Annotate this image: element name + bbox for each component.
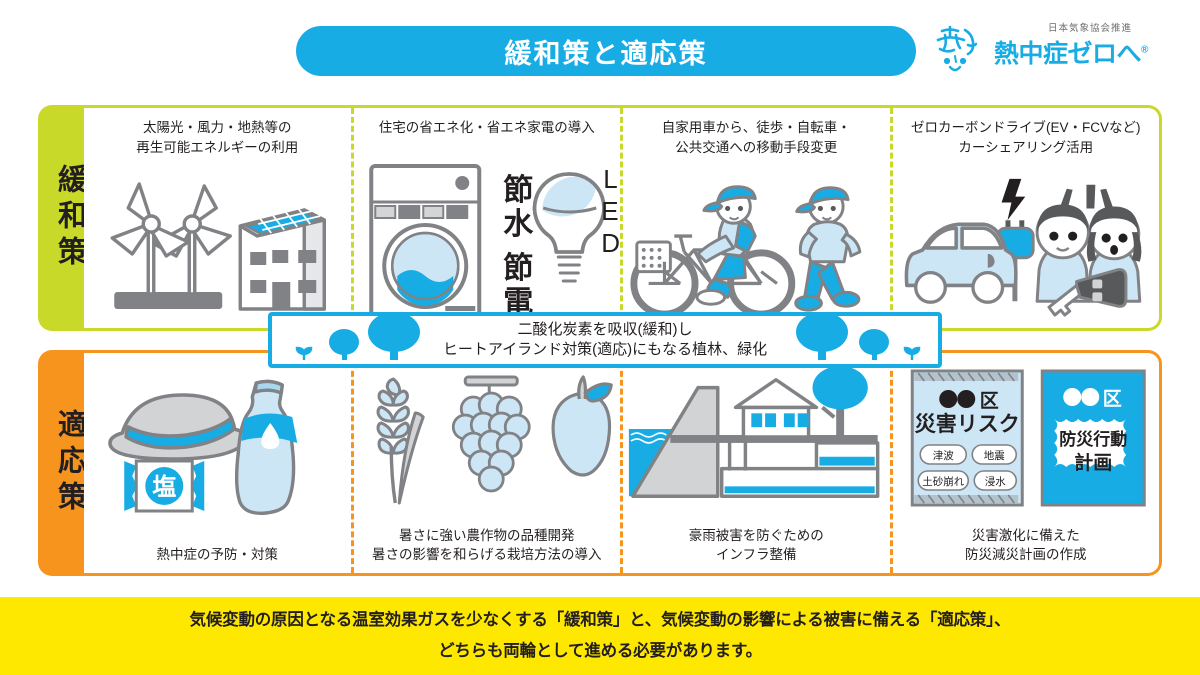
page-header: 緩和策と適応策 日本気象協会推進 [0, 0, 1200, 96]
netsuchusho-mascot-icon [932, 22, 988, 78]
washing-machine-and-led-bulb-icon: 節 水 節 電 L [354, 158, 621, 326]
wheat-grapes-apple-icon [354, 363, 621, 513]
svg-text:節: 節 [503, 251, 533, 285]
brand-logo-text: 日本気象協会推進 熱中症ゼロへ® [994, 20, 1180, 70]
hazard-map-and-plan-booklet-icon: 区 災害リスク 津波 地震 土砂崩れ 浸水 [893, 361, 1160, 513]
page-title: 緩和策と適応策 [504, 38, 708, 69]
mitigation-cell-home-energy: 住宅の省エネ化・省エネ家電の導入 [350, 108, 621, 328]
mitigation-panel: 太陽光・風力・地熱等の 再生可能エネルギーの利用 [84, 105, 1162, 331]
mitigation-cell-zero-carbon-drive: ゼロカーボンドライブ(EV・FCVなど) カーシェアリング活用 [889, 108, 1160, 328]
brand-logo: 日本気象協会推進 熱中症ゼロへ® [932, 20, 1180, 80]
footer-line-1: 気候変動の原因となる温室効果ガスを少なくする「緩和策」と、気候変動の影響による被… [189, 610, 1011, 629]
adaptation-cell-heatstroke: 塩 熱中症の予防・対策 [84, 353, 351, 573]
caption: 熱中症の予防・対策 [156, 547, 279, 563]
page-title-pill: 緩和策と適応策 [296, 26, 916, 76]
svg-text:水: 水 [503, 208, 534, 241]
caption: 豪雨被害を防ぐための インフラ整備 [688, 527, 824, 563]
footer-line-2: どちらも両輪として進める必要があります。 [438, 642, 762, 660]
svg-text:区: 区 [1102, 389, 1121, 410]
svg-text:土砂崩れ: 土砂崩れ [922, 475, 964, 488]
adaptation-cell-disaster-plan: 区 災害リスク 津波 地震 土砂崩れ 浸水 [889, 353, 1160, 573]
caption: 太陽光・風力・地熱等の 再生可能エネルギーの利用 [136, 120, 299, 155]
svg-text:L: L [603, 164, 617, 194]
svg-text:防災行動: 防災行動 [1059, 429, 1127, 449]
caption: 住宅の省エネ化・省エネ家電の導入 [378, 120, 595, 135]
svg-text:D: D [601, 228, 620, 258]
svg-text:節: 節 [503, 173, 533, 207]
adaptation-panel: 塩 熱中症の予防・対策 [84, 350, 1162, 576]
cyclist-and-walker-icon [623, 162, 890, 326]
caption: 自家用車から、徒歩・自転車・ 公共交通への移動手段変更 [661, 120, 851, 155]
svg-text:地震: 地震 [983, 449, 1004, 462]
mitigation-tab-label: 緩和策 [53, 164, 86, 272]
trees-icon [295, 316, 921, 360]
levee-house-infrastructure-icon [623, 361, 890, 513]
svg-text:浸水: 浸水 [984, 476, 1005, 488]
ev-car-and-carshare-people-icon [893, 162, 1160, 326]
brand-main-label: 熱中症ゼロへ® [994, 40, 1148, 68]
adaptation-row: 適応策 塩 [38, 350, 1162, 576]
svg-text:区: 区 [979, 391, 998, 412]
hat-salt-waterbottle-icon: 塩 [84, 361, 351, 521]
registered-mark: ® [1141, 44, 1148, 56]
svg-text:E: E [601, 196, 618, 226]
svg-text:津波: 津波 [932, 449, 953, 462]
wind-turbines-and-solar-building-icon [84, 164, 351, 324]
mitigation-cell-mobility: 自家用車から、徒歩・自転車・ 公共交通への移動手段変更 [620, 108, 890, 328]
mitigation-cell-renewable: 太陽光・風力・地熱等の 再生可能エネルギーの利用 [84, 108, 351, 328]
mitigation-row: 緩和策 太陽光・風力・地熱等の 再生可能エネルギーの利用 [38, 105, 1162, 331]
greening-banner: 二酸化炭素を吸収(緩和)し ヒートアイランド対策(適応)にもなる植林、緑化 [268, 312, 942, 368]
svg-text:塩: 塩 [152, 473, 176, 501]
adaptation-cell-crops: 暑さに強い農作物の品種開発 暑さの影響を和らげる栽培方法の導入 [350, 353, 621, 573]
footer-banner: 気候変動の原因となる温室効果ガスを少なくする「緩和策」と、気候変動の影響による被… [0, 597, 1200, 675]
adaptation-cell-infrastructure: 豪雨被害を防ぐための インフラ整備 [620, 353, 890, 573]
svg-text:災害リスク: 災害リスク [914, 412, 1019, 436]
caption: 暑さに強い農作物の品種開発 暑さの影響を和らげる栽培方法の導入 [372, 527, 602, 563]
svg-text:計画: 計画 [1074, 451, 1112, 474]
caption: ゼロカーボンドライブ(EV・FCVなど) カーシェアリング活用 [911, 120, 1141, 155]
brand-sub-label: 日本気象協会推進 [1047, 23, 1132, 34]
adaptation-tab-label: 適応策 [53, 409, 86, 517]
greening-banner-text: 二酸化炭素を吸収(緩和)し ヒートアイランド対策(適応)にもなる植林、緑化 [442, 320, 768, 358]
caption: 災害激化に備えた 防災減災計画の作成 [965, 527, 1087, 563]
